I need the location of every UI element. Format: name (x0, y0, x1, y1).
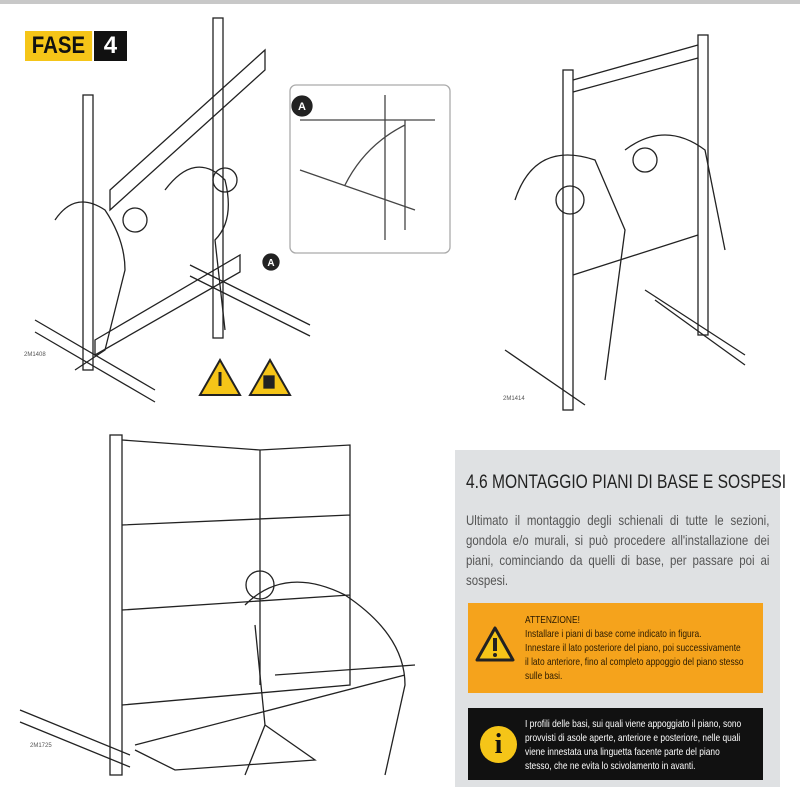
warning-box: ATTENZIONE! Installare i piani di base c… (468, 603, 763, 693)
section-title: 4.6 MONTAGGIO PIANI DI BASE E SOSPESI (466, 472, 787, 493)
warning-icon (198, 357, 242, 396)
callout-a-inset: A (298, 101, 306, 113)
info-box: i I profili delle basi, sui quali viene … (468, 708, 763, 780)
phase-badge: FASE 4 (25, 31, 128, 61)
section-panel: 4.6 MONTAGGIO PIANI DI BASE E SOSPESI Ul… (455, 450, 786, 787)
illustration-shelf-install (19, 434, 416, 776)
section-intro: Ultimato il montaggio degli schienali di… (466, 512, 770, 588)
illustration-step2 (504, 34, 746, 411)
figure-code-3: 2M1725 (30, 743, 52, 749)
crush-hazard-icon (248, 357, 292, 396)
figure-code-2: 2M1414 (503, 396, 525, 402)
warning-title: ATTENZIONE! (525, 614, 580, 626)
callout-a: A (267, 258, 274, 269)
info-icon: i (480, 726, 517, 763)
warning-triangle-icon (475, 626, 515, 662)
info-text: I profili delle basi, sui quali viene ap… (525, 718, 742, 772)
figure-code-1: 2M1408 (24, 352, 46, 358)
illustration-step1: A A (34, 17, 451, 403)
warning-text: ATTENZIONE! Installare i piani di base c… (525, 613, 745, 683)
top-rule (0, 0, 800, 4)
phase-number: 4 (93, 31, 128, 61)
warning-line: Innestare il lato posteriore del piano, … (525, 642, 744, 682)
phase-label: FASE (25, 31, 92, 61)
warning-line: Installare i piani di base come indicato… (525, 628, 702, 640)
